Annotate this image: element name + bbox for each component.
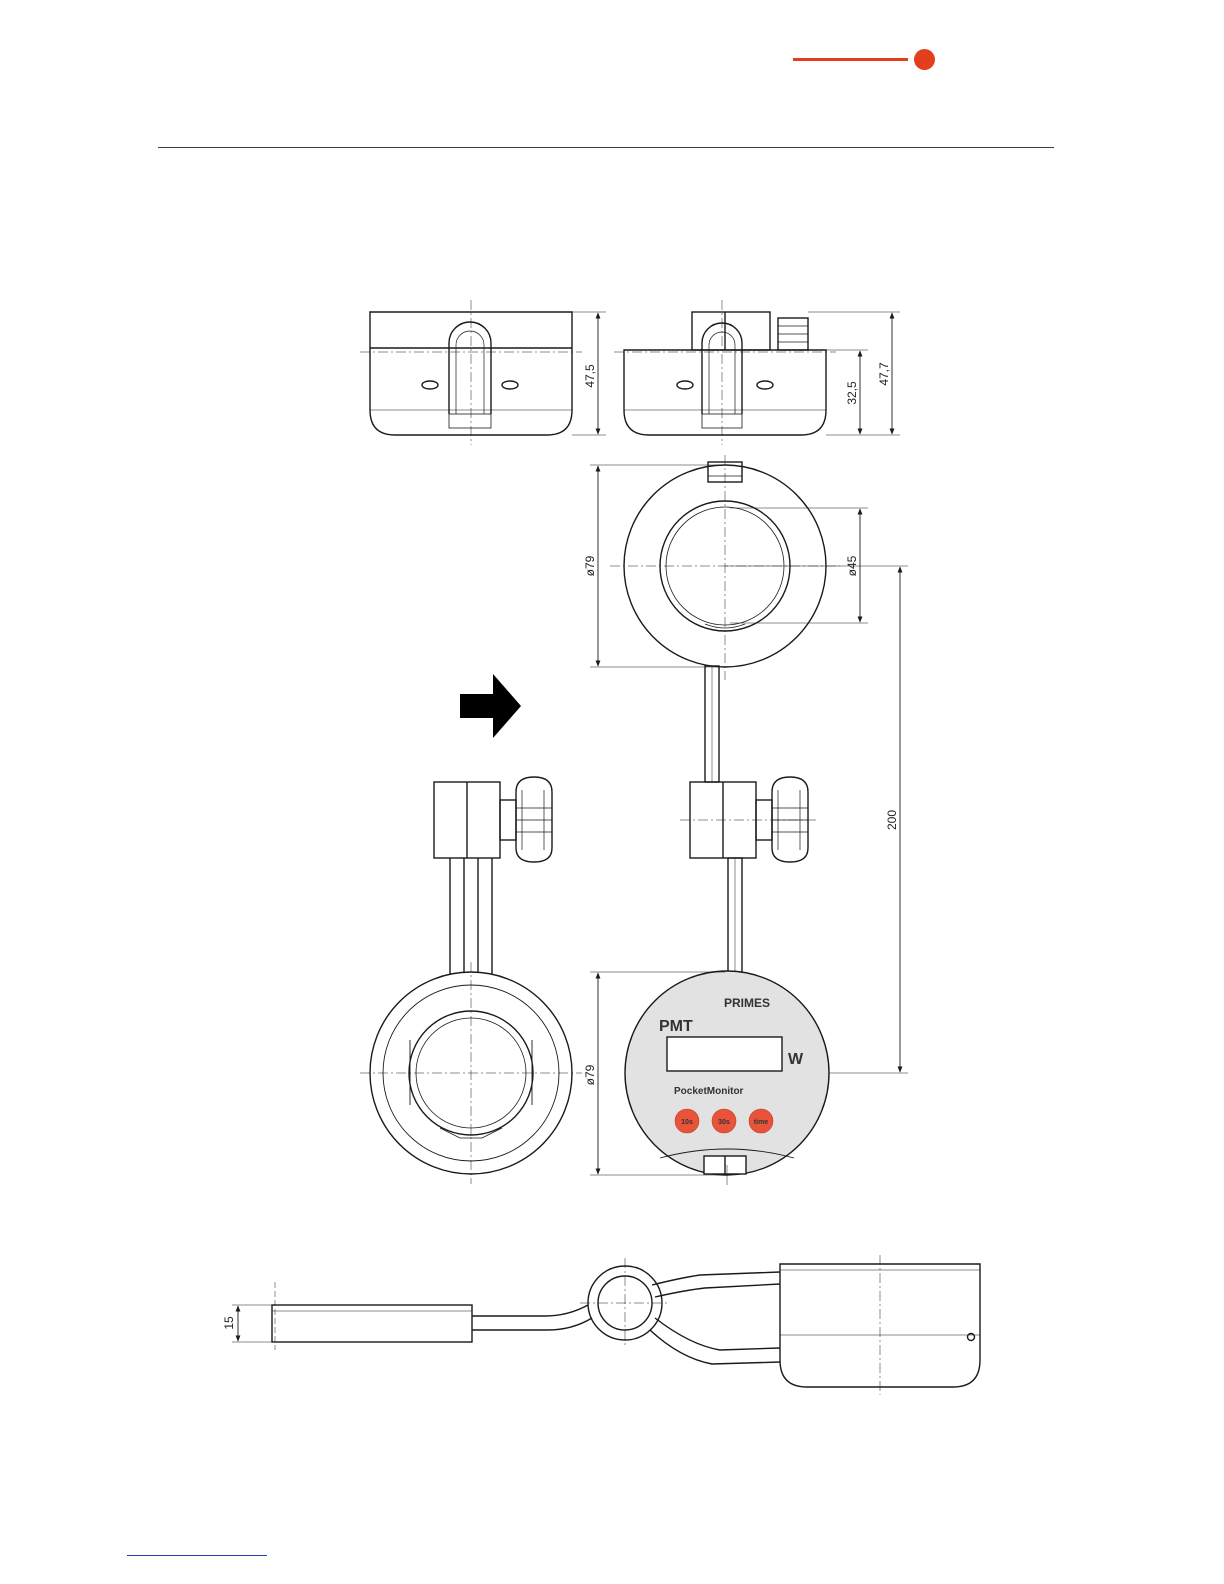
dim-device-diameter: ø79 — [583, 1064, 597, 1085]
device-front-view — [590, 971, 829, 1185]
footer-link-underline[interactable] — [127, 1555, 267, 1556]
device-unit-label: W — [788, 1051, 804, 1068]
dim-ring-outer-diameter: ø79 — [583, 555, 597, 576]
device-model-label: PMT — [659, 1018, 693, 1035]
profile-view — [232, 1255, 980, 1395]
rod-lower — [728, 858, 742, 972]
front-view — [360, 300, 606, 445]
dim-side-total-height: 47,7 — [877, 362, 891, 386]
device-button-10s: 10s — [681, 1119, 693, 1126]
device-button-time: time — [754, 1119, 769, 1126]
side-view — [614, 300, 900, 445]
dim-rod-length: 200 — [885, 810, 899, 830]
device-name-label: PocketMonitor — [674, 1086, 744, 1097]
dim-ring-inner-diameter: ø45 — [845, 555, 859, 576]
dim-front-height: 47,5 — [583, 364, 597, 388]
dim-side-body-height: 32,5 — [845, 381, 859, 405]
clamp-right — [680, 777, 818, 862]
device-brand-logo: PRIMES — [724, 996, 770, 1010]
clamp-left — [434, 777, 552, 975]
device-button-30s: 30s — [718, 1119, 730, 1126]
ring-left-view — [360, 962, 582, 1184]
dim-device-thickness: 15 — [222, 1316, 236, 1330]
arrow-right-icon — [460, 674, 521, 738]
rod-upper — [705, 666, 719, 782]
